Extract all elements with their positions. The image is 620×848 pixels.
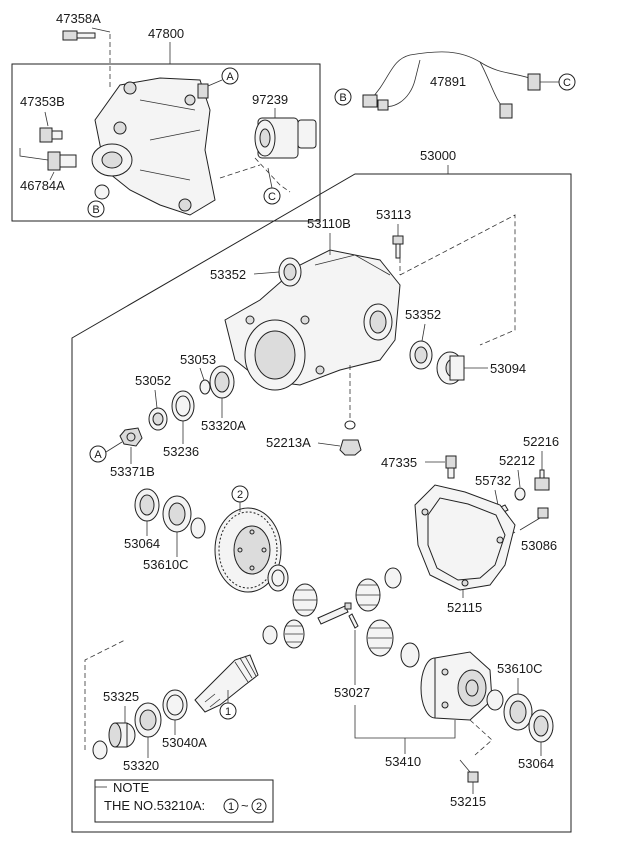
sensor-47353B-icon — [39, 127, 63, 143]
marker-1-pinion-label: 1 — [225, 706, 231, 718]
marker-A-case-label: A — [226, 71, 234, 83]
bolt-47358A-icon — [62, 30, 96, 41]
side-gear-right-icon — [366, 619, 394, 657]
label-53610C-right: 53610C — [497, 661, 543, 676]
transfer-assembly-box — [11, 63, 321, 222]
label-53352-top: 53352 — [210, 267, 246, 282]
marker-A-nut-label: A — [94, 449, 102, 461]
washer-52212-icon — [514, 487, 526, 501]
label-53064-left: 53064 — [124, 536, 160, 551]
bearing-53610C-left-icon — [162, 495, 192, 533]
marker-B-case-label: B — [92, 204, 99, 216]
bearing-53610C-right-icon — [503, 693, 533, 731]
label-53410: 53410 — [385, 754, 421, 769]
connector-46784A-icon — [19, 148, 77, 171]
label-53086: 53086 — [521, 538, 557, 553]
label-53110B: 53110B — [307, 216, 351, 231]
label-52115: 52115 — [447, 600, 482, 615]
note-text: THE NO.53210A: — [104, 798, 205, 813]
label-97239: 97239 — [252, 92, 288, 107]
note-range-from: 1 — [228, 801, 234, 813]
label-47358A: 47358A — [56, 11, 101, 26]
label-53094: 53094 — [490, 361, 526, 376]
label-47891: 47891 — [430, 74, 466, 89]
bolt-53113-icon — [392, 235, 404, 259]
note-box — [94, 779, 274, 823]
breather-47335-icon — [445, 455, 457, 479]
plug-52213A-icon — [339, 439, 362, 456]
label-53325: 53325 — [103, 689, 139, 704]
collar-53325-icon — [108, 722, 136, 748]
plug-52216-icon — [534, 469, 550, 491]
note-title: NOTE — [113, 780, 149, 795]
marker-B-harness-label: B — [339, 92, 346, 104]
actuator-97239-icon — [254, 117, 317, 159]
label-52213A: 52213A — [266, 435, 311, 450]
label-46784A: 46784A — [20, 178, 65, 193]
label-53215: 53215 — [450, 794, 486, 809]
note-range-to-marker — [251, 798, 267, 814]
ring-gear-icon — [214, 507, 282, 593]
diff-cover-52115-icon — [414, 484, 516, 591]
pinion-gear-lower-icon — [283, 619, 305, 649]
marker-A-nut — [89, 445, 107, 463]
note-range-to: 2 — [256, 801, 262, 813]
label-52212: 52212 — [499, 453, 535, 468]
cover-53094-icon — [436, 351, 465, 385]
note-range-sep: ~ — [241, 798, 249, 813]
bearing-53320-icon — [134, 702, 162, 738]
marker-B-harness — [334, 88, 352, 106]
label-53320: 53320 — [123, 758, 159, 773]
label-53610C-left: 53610C — [143, 557, 189, 572]
marker-A-case — [221, 67, 239, 85]
marker-C-harness-label: C — [563, 77, 571, 89]
carrier-housing-icon — [224, 249, 401, 391]
marker-2-ring-gear-label: 2 — [237, 489, 243, 501]
label-53352-right: 53352 — [405, 307, 441, 322]
oring-53053-icon — [199, 379, 211, 395]
side-gear-left-icon — [292, 583, 318, 617]
label-53320A: 53320A — [201, 418, 246, 433]
nut-53371B-icon — [119, 427, 143, 447]
label-52216: 52216 — [523, 434, 559, 449]
bolt-53215-icon — [459, 759, 479, 783]
label-53113: 53113 — [376, 207, 411, 222]
label-53000: 53000 — [420, 148, 456, 163]
bearing-53320A-icon — [209, 365, 235, 399]
label-53053: 53053 — [180, 352, 216, 367]
note-range-from-marker — [223, 798, 239, 814]
washer-pinion-icon — [92, 740, 108, 760]
label-47800: 47800 — [148, 26, 184, 41]
marker-C-case-label: C — [268, 191, 276, 203]
label-53052: 53052 — [135, 373, 171, 388]
bolt-53086-icon — [519, 507, 549, 531]
label-55732: 55732 — [475, 473, 511, 488]
drive-pinion-icon — [194, 654, 259, 713]
label-53027: 53027 — [334, 685, 370, 700]
wiring-harness-47891-icon — [362, 51, 541, 119]
label-53371B: 53371B — [110, 464, 155, 479]
differential-case-icon — [420, 651, 493, 721]
label-53064-right: 53064 — [518, 756, 554, 771]
marker-B-case — [87, 200, 105, 218]
label-53040A: 53040A — [162, 735, 207, 750]
label-47335: 47335 — [381, 455, 417, 470]
differential-assembly-outline — [71, 173, 572, 833]
label-47353B: 47353B — [20, 94, 65, 109]
transfer-case-icon — [91, 77, 216, 216]
pinion-gear-upper-icon — [355, 578, 381, 612]
label-53236: 53236 — [163, 444, 199, 459]
pinion-shaft-53027-icon — [317, 602, 359, 629]
